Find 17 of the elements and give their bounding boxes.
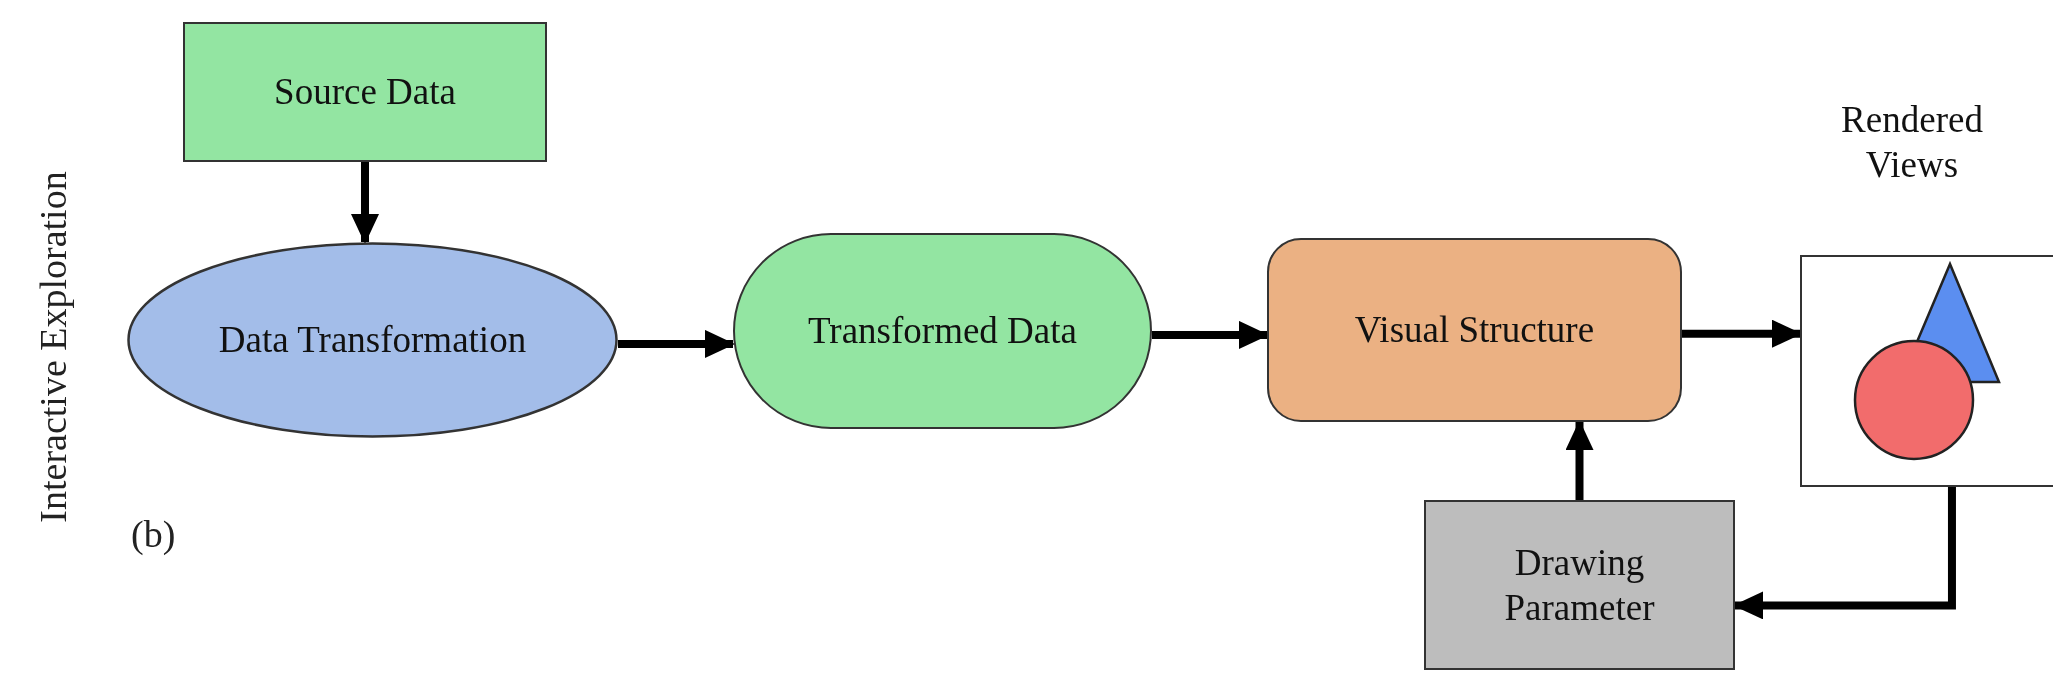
process-ellipse [127,242,618,438]
view-heading: Rendered Views [1840,98,1984,188]
node-label: Source Data [273,70,457,115]
node-label: Drawing Parameter [1503,540,1656,630]
arrow [1565,420,1594,500]
node-label: Transformed Data [807,309,1078,354]
process-box [1424,500,1735,670]
arrow [1682,319,1802,348]
side-label: Interactive Exploration [30,171,75,523]
process-box [183,22,547,162]
arrow [618,329,735,358]
node-label: Visual Structure [1353,308,1596,353]
process-box [1267,238,1682,422]
arrow [351,162,379,244]
arrow [1152,320,1269,349]
node-label: Data Transformation [217,318,528,363]
panel-label: (b) [131,512,176,556]
